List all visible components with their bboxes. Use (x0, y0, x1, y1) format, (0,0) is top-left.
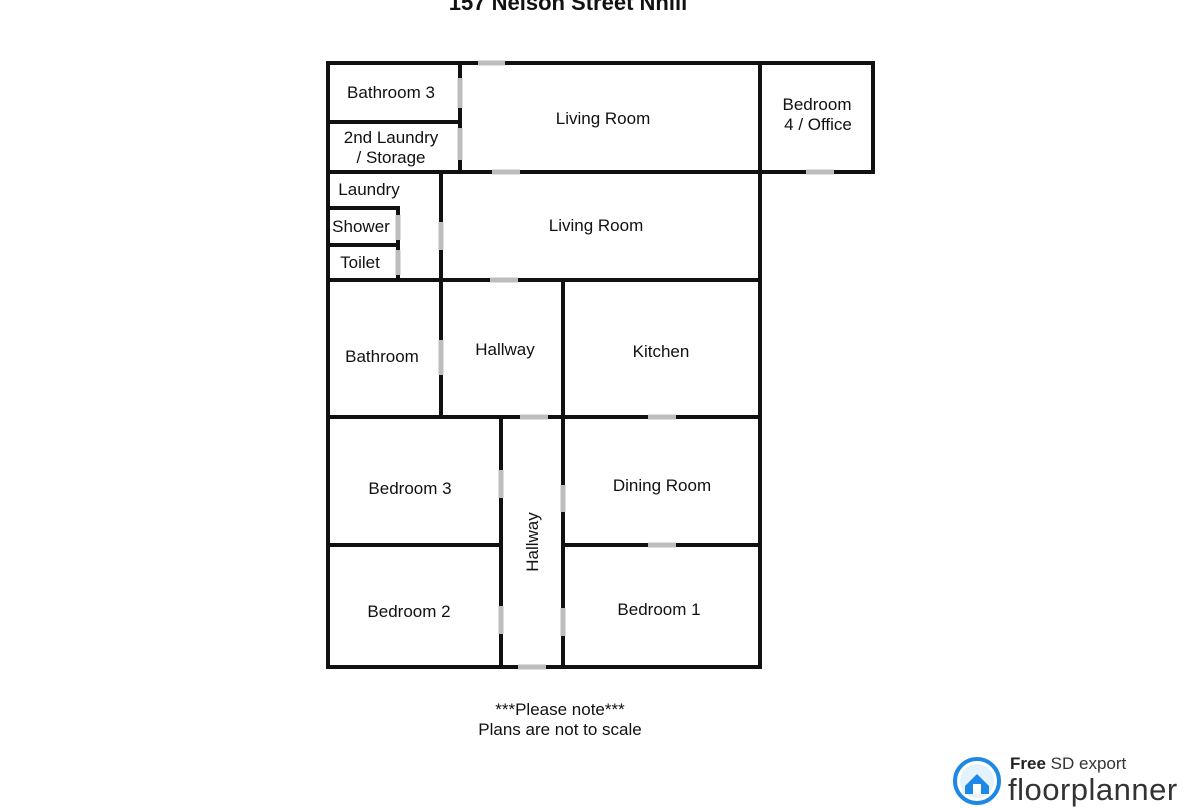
room-label-bedroom-3: Bedroom 3 (368, 479, 451, 498)
room-label-dining-room: Dining Room (613, 476, 711, 495)
room-label-toilet: Toilet (340, 253, 380, 272)
door-openings (395, 60, 834, 670)
plan-title: 157 Nelson Street Nhill (449, 0, 687, 15)
room-label-laundry: Laundry (338, 180, 400, 199)
room-label-shower: Shower (332, 217, 390, 236)
export-label: Free SD export (1010, 754, 1126, 774)
scale-note-line1: ***Please note*** (495, 700, 625, 719)
export-label-free: Free (1010, 754, 1046, 773)
room-label-bedroom-4-line1: Bedroom (783, 95, 852, 114)
floorplanner-logo-icon (953, 757, 1001, 805)
room-label-bedroom-4-line2: 4 / Office (784, 115, 852, 134)
export-label-rest: SD export (1050, 754, 1127, 773)
scale-note: ***Please note*** Plans are not to scale (420, 700, 700, 740)
room-label-bedroom-1: Bedroom 1 (617, 600, 700, 619)
room-label-living-room-mid: Living Room (549, 216, 644, 235)
room-label-bathroom: Bathroom (345, 347, 419, 366)
scale-note-line2: Plans are not to scale (478, 720, 642, 739)
room-label-bedroom-2: Bedroom 2 (367, 602, 450, 621)
room-label-hallway-vertical: Hallway (523, 512, 542, 572)
room-label-living-room-top: Living Room (556, 109, 651, 128)
room-label-2nd-laundry-line2: / Storage (357, 148, 426, 167)
room-label-2nd-laundry-line1: 2nd Laundry (344, 128, 439, 147)
room-label-hallway-upper: Hallway (475, 340, 535, 359)
room-label-bathroom-3: Bathroom 3 (347, 83, 435, 102)
room-label-kitchen: Kitchen (633, 342, 690, 361)
floorplanner-wordmark: floorplanner (1008, 772, 1178, 807)
floorplanner-branding: Free SD export floorplanner (952, 752, 1200, 807)
room-labels: Bathroom 3 Living Room Bedroom 4 / Offic… (332, 83, 852, 621)
